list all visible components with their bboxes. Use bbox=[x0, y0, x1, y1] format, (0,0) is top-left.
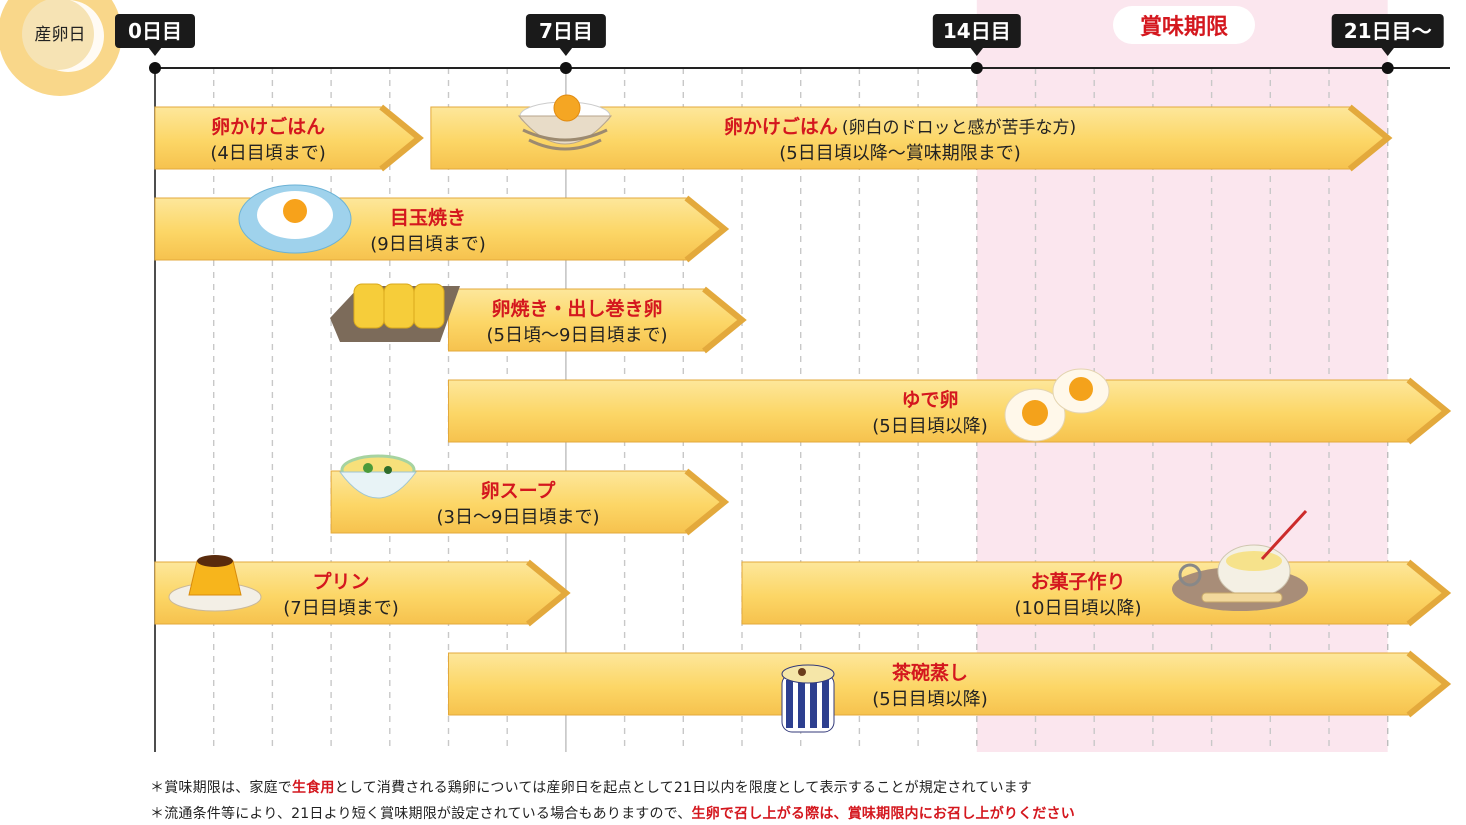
bar-subtitle: (7日目頃まで) bbox=[283, 598, 399, 619]
day-marker-dot bbox=[559, 62, 572, 74]
day-marker-label: 7日目 bbox=[539, 19, 593, 43]
chawanmushi-icon bbox=[781, 664, 835, 733]
bar-subtitle: (5日目頃以降) bbox=[872, 689, 988, 710]
bar-title-text: 卵かけごはん bbox=[211, 115, 325, 138]
bar-title: プリン bbox=[312, 570, 369, 593]
bar-title: 茶碗蒸し bbox=[892, 661, 968, 684]
fried-egg-icon bbox=[238, 184, 352, 254]
timeline-bar-egg-soup: 卵スープ (3日〜9日目頃まで) bbox=[330, 454, 730, 536]
footnote-1-text-b: として消費される鶏卵については産卵日を起点として21日以内を限度として表示するこ… bbox=[334, 780, 1033, 796]
bar-subtitle: (4日目頃まで) bbox=[210, 143, 326, 164]
bar-arrow-tip bbox=[702, 286, 747, 354]
bar-title-text: お菓子作り bbox=[1030, 570, 1125, 593]
bar-title-text: 卵焼き・出し巻き卵 bbox=[491, 297, 662, 320]
day-marker-dot bbox=[1381, 62, 1394, 74]
bar-title: 卵かけごはん(卵白のドロッと感が苦手な方) bbox=[724, 115, 1076, 138]
timeline-bar-pudding: プリン (7日目頃まで) bbox=[154, 555, 571, 627]
soup-bowl-icon bbox=[339, 454, 417, 499]
bar-title: 卵かけごはん bbox=[211, 115, 325, 138]
day-marker-dot bbox=[149, 62, 161, 74]
rice-bowl-icon bbox=[517, 94, 613, 151]
bar-title-text: ゆで卵 bbox=[901, 388, 958, 411]
timeline-bar-baking: お菓子作り (10日目頃以降) bbox=[741, 509, 1452, 627]
day-marker: 7日目 bbox=[525, 14, 606, 74]
day-marker-label: 14日目 bbox=[943, 19, 1011, 43]
tamagoyaki-icon bbox=[330, 283, 460, 342]
bar-arrow-tip bbox=[684, 195, 730, 263]
bar-subtitle: (5日目頃以降〜賞味期限まで) bbox=[779, 143, 1021, 164]
baking-icon bbox=[1172, 509, 1308, 611]
expiry-badge: 賞味期限 bbox=[1113, 6, 1255, 44]
bar-title-text: 卵かけごはん bbox=[724, 115, 838, 138]
footnote-1-text-a: ＊賞味期限は、家庭で bbox=[150, 780, 292, 796]
day-marker: 21日目〜 bbox=[1331, 14, 1444, 74]
bar-arrow-tip bbox=[1406, 377, 1452, 445]
footnote-2-highlight: 生卵で召し上がる際は、賞味期限内にお召し上がりください bbox=[691, 806, 1075, 822]
bar-arrow-tip bbox=[1406, 559, 1452, 627]
bar-arrow-tip bbox=[1347, 104, 1393, 172]
bar-title: 目玉焼き bbox=[390, 206, 466, 229]
footnote-1: ＊賞味期限は、家庭で生食用として消費される鶏卵については産卵日を起点として21日… bbox=[150, 777, 1032, 797]
day-marker-label: 21日目〜 bbox=[1344, 19, 1432, 43]
boiled-egg-icon bbox=[1004, 368, 1110, 442]
bar-subtitle: (9日目頃まで) bbox=[370, 234, 486, 255]
timeline-bar-fried-egg: 目玉焼き (9日目頃まで) bbox=[154, 184, 730, 263]
bar-subtitle: (10日目頃以降) bbox=[1015, 598, 1142, 619]
day-marker-dot bbox=[970, 62, 983, 74]
bar-title: 卵スープ bbox=[481, 479, 557, 502]
bar-subtitle: (3日〜9日目頃まで) bbox=[437, 507, 600, 528]
day-marker: 14日目 bbox=[932, 14, 1021, 74]
bar-title: ゆで卵 bbox=[901, 388, 958, 411]
bar-title-text: 卵スープ bbox=[481, 479, 557, 502]
day-marker-label: 0日目 bbox=[128, 19, 182, 43]
timeline-bar-tkg-early: 卵かけごはん (4日目頃まで) bbox=[154, 104, 424, 172]
timeline-bar-tamagoyaki: 卵焼き・出し巻き卵 (5日頃〜9日目頃まで) bbox=[330, 283, 747, 354]
footnote-2: ＊流通条件等により、21日より短く賞味期限が設定されている場合もありますので、生… bbox=[150, 803, 1075, 823]
timeline-bar-chawanmushi: 茶碗蒸し (5日目頃以降) bbox=[448, 650, 1452, 733]
bar-title-text: プリン bbox=[312, 570, 369, 593]
bar-note: (卵白のドロッと感が苦手な方) bbox=[842, 118, 1076, 138]
bar-subtitle: (5日頃〜9日目頃まで) bbox=[487, 325, 668, 346]
footnote-1-highlight: 生食用 bbox=[292, 780, 335, 796]
origin-badge: 産卵日 bbox=[0, 0, 122, 96]
bar-title-text: 目玉焼き bbox=[390, 206, 466, 229]
timeline-bar-boiled-egg: ゆで卵 (5日目頃以降) bbox=[448, 368, 1452, 445]
bar-subtitle: (5日目頃以降) bbox=[872, 416, 988, 437]
bar-arrow-tip bbox=[526, 559, 571, 627]
pudding-icon bbox=[168, 555, 262, 612]
origin-label: 産卵日 bbox=[35, 25, 86, 45]
bar-arrow-tip bbox=[379, 104, 424, 172]
footnote-2-text: ＊流通条件等により、21日より短く賞味期限が設定されている場合もありますので、 bbox=[150, 806, 692, 822]
bar-title: お菓子作り bbox=[1030, 570, 1125, 593]
bar-arrow-tip bbox=[1406, 650, 1452, 718]
timeline-bar-tkg-late: 卵かけごはん(卵白のドロッと感が苦手な方) (5日目頃以降〜賞味期限まで) bbox=[430, 94, 1393, 172]
bar-arrow-tip bbox=[684, 468, 730, 536]
day-marker: 0日目 bbox=[115, 14, 195, 74]
bar-title: 卵焼き・出し巻き卵 bbox=[491, 297, 662, 320]
expiry-label: 賞味期限 bbox=[1140, 14, 1228, 40]
bar-title-text: 茶碗蒸し bbox=[892, 661, 968, 684]
